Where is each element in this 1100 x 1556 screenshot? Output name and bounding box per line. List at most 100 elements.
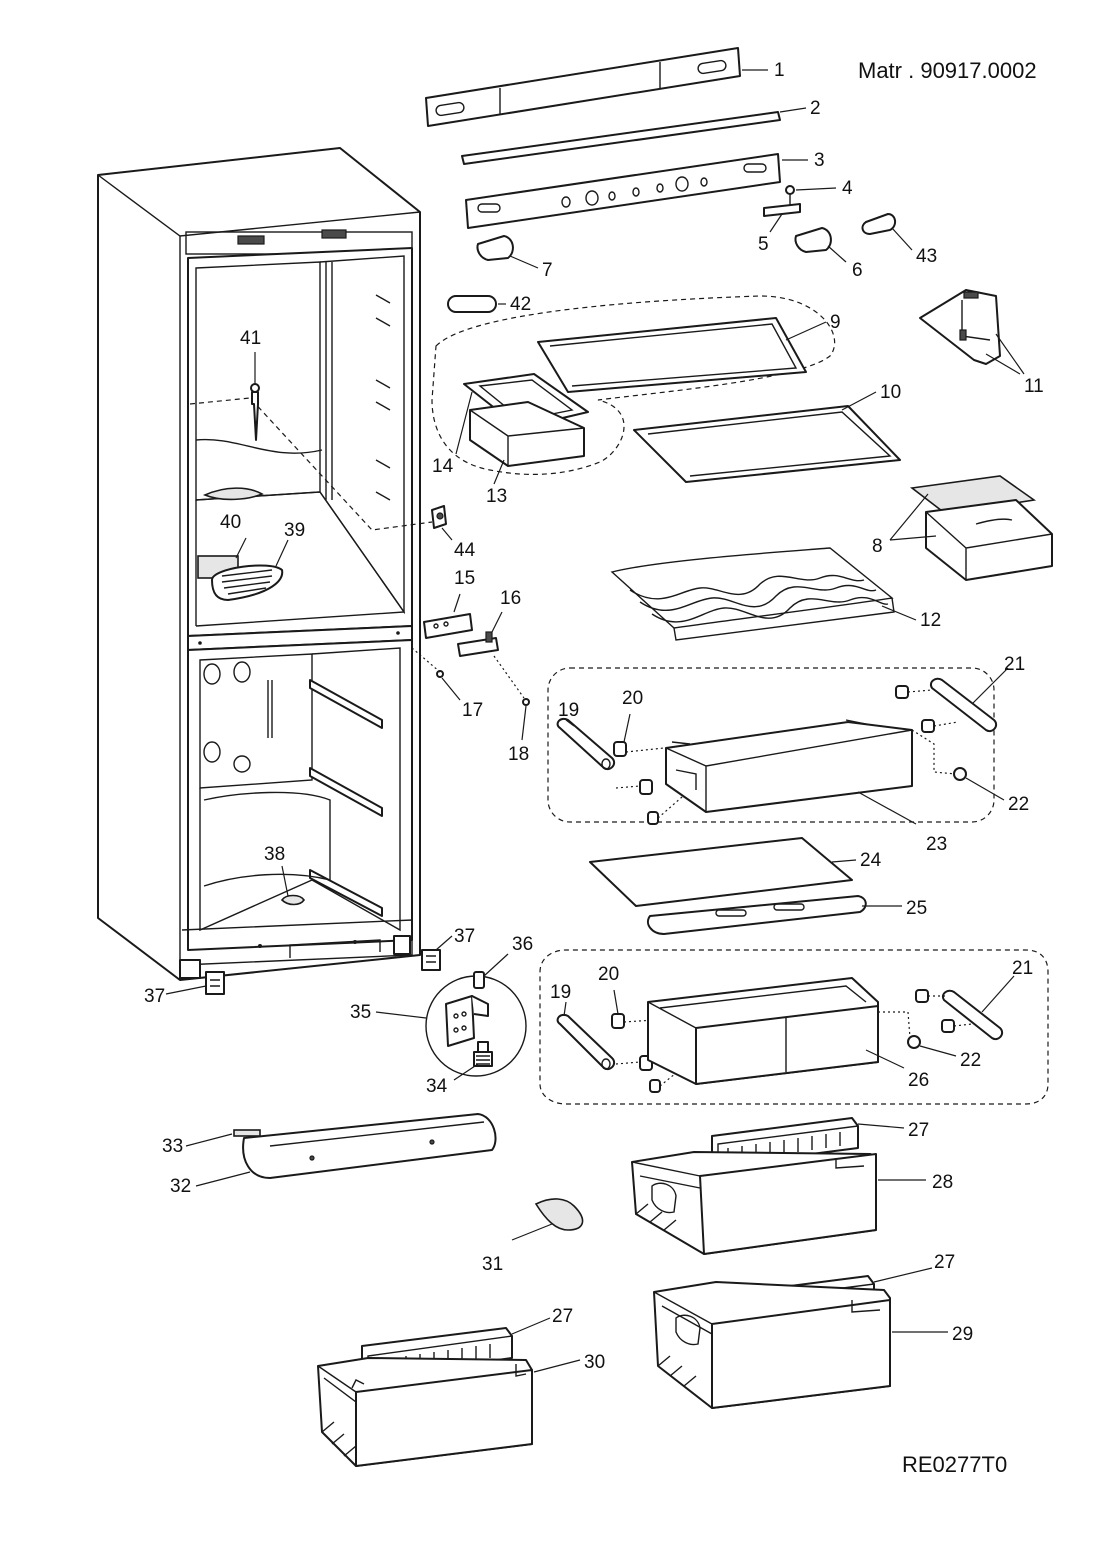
part-28-freezer-drawer	[631, 1151, 877, 1255]
callout-39: 39	[284, 520, 305, 541]
callout-16: 16	[500, 588, 521, 609]
part-20-roller-upper-b	[639, 779, 653, 795]
part-8-dairy-compartment	[909, 475, 1053, 581]
callout-25: 25	[906, 898, 927, 919]
part-29-freezer-drawer	[653, 1281, 891, 1409]
part-38-drain-plug	[280, 894, 305, 906]
callout-37-right: 37	[454, 926, 475, 947]
callout-42: 42	[510, 294, 531, 315]
callout-40: 40	[220, 512, 241, 533]
part-23-crisper-drawer	[665, 719, 913, 813]
callout-24: 24	[860, 850, 882, 871]
callout-14: 14	[432, 456, 454, 477]
part-25-cover-frame	[646, 895, 867, 935]
drawing-code: RE0277T0	[902, 1452, 1007, 1477]
callout-38: 38	[264, 844, 285, 865]
part-35-foot-assembly	[425, 975, 527, 1077]
part-11-door-bracket	[919, 289, 1001, 365]
part-5-hinge-plate	[763, 203, 801, 217]
part-21-rail-right-upper	[930, 677, 998, 732]
material-number: Matr . 90917.0002	[858, 58, 1037, 83]
callout-20-upper: 20	[622, 688, 643, 709]
callout-4: 4	[842, 178, 853, 199]
callout-19-upper: 19	[558, 700, 579, 721]
callout-1: 1	[774, 60, 785, 81]
part-12-bottle-rack	[610, 547, 895, 641]
part-37-plate-left	[205, 971, 225, 995]
callout-27-lower: 27	[552, 1306, 573, 1327]
part-30-freezer-drawer	[317, 1357, 533, 1467]
callout-21-lower: 21	[1012, 958, 1033, 979]
callout-31: 31	[482, 1254, 503, 1275]
part-31-ice-scraper	[534, 1198, 584, 1231]
part-1-door-handle-trim	[425, 47, 741, 127]
callout-10: 10	[880, 382, 901, 403]
callout-19-lower: 19	[550, 982, 571, 1003]
callout-44: 44	[454, 540, 476, 561]
part-22-washer-upper	[953, 767, 967, 781]
callout-35: 35	[350, 1002, 371, 1023]
callout-43: 43	[916, 246, 937, 267]
callout-12: 12	[920, 610, 941, 631]
callout-33: 33	[162, 1136, 183, 1157]
part-20-roller-right-upper-a	[895, 685, 909, 699]
part-39-lamp-cover	[211, 564, 284, 601]
callout-3: 3	[814, 150, 825, 171]
callout-34: 34	[426, 1076, 448, 1097]
part-33-clip	[233, 1129, 261, 1137]
callout-27-upper: 27	[908, 1120, 929, 1141]
part-20-roller-lower-c	[649, 1079, 661, 1093]
callout-21-upper: 21	[1004, 654, 1025, 675]
callout-20-lower: 20	[598, 964, 619, 985]
callout-8: 8	[872, 536, 883, 557]
part-43-plug	[861, 213, 896, 235]
part-20-roller-lower-a	[611, 1013, 625, 1029]
refrigerator-cabinet	[97, 147, 433, 981]
callout-18: 18	[508, 744, 529, 765]
callout-17: 17	[462, 700, 483, 721]
part-9-glass-shelf	[537, 317, 807, 393]
part-19-rail-left-lower	[556, 1014, 616, 1070]
callout-23: 23	[926, 834, 947, 855]
part-20-roller-right-lower-b	[941, 1019, 955, 1033]
part-20-roller-upper-c	[647, 811, 659, 825]
callout-37-left: 37	[144, 986, 165, 1007]
part-37-plate-right	[421, 949, 441, 971]
part-21-rail-right-lower	[942, 989, 1004, 1040]
callout-32: 32	[170, 1176, 191, 1197]
part-36-bolt	[473, 971, 485, 989]
callout-2: 2	[810, 98, 821, 119]
part-44-thermostat	[431, 505, 447, 529]
callout-27-middle: 27	[934, 1252, 955, 1273]
part-24-glass-cover	[589, 837, 853, 907]
part-17-pin	[436, 670, 444, 678]
part-42-cover	[447, 295, 497, 313]
part-26-drawer	[647, 977, 879, 1085]
part-18-pin	[522, 698, 530, 706]
callout-9: 9	[830, 312, 841, 333]
part-19-rail-left-upper	[556, 718, 616, 770]
callout-26: 26	[908, 1070, 929, 1091]
part-10-glass-shelf	[633, 405, 901, 483]
callout-5: 5	[758, 234, 769, 255]
part-3-control-panel	[465, 153, 781, 229]
callout-13: 13	[486, 486, 507, 507]
part-6-hinge-cap-right	[794, 227, 832, 253]
callout-29: 29	[952, 1324, 973, 1345]
part-22-washer-lower	[907, 1035, 921, 1049]
callout-7: 7	[542, 260, 553, 281]
part-20-roller-right-upper-b	[921, 719, 935, 733]
part-32-kickplate	[242, 1113, 497, 1179]
callout-6: 6	[852, 260, 863, 281]
callout-41: 41	[240, 328, 261, 349]
part-4-screw	[785, 185, 795, 208]
callout-11: 11	[1024, 376, 1044, 397]
part-15-bracket	[423, 613, 473, 639]
callout-22-lower: 22	[960, 1050, 981, 1071]
part-16-hinge	[457, 631, 499, 657]
callout-15: 15	[454, 568, 475, 589]
callout-22-upper: 22	[1008, 794, 1029, 815]
part-7-hinge-cap-left	[476, 235, 514, 261]
part-2-seal-strip	[461, 111, 781, 165]
